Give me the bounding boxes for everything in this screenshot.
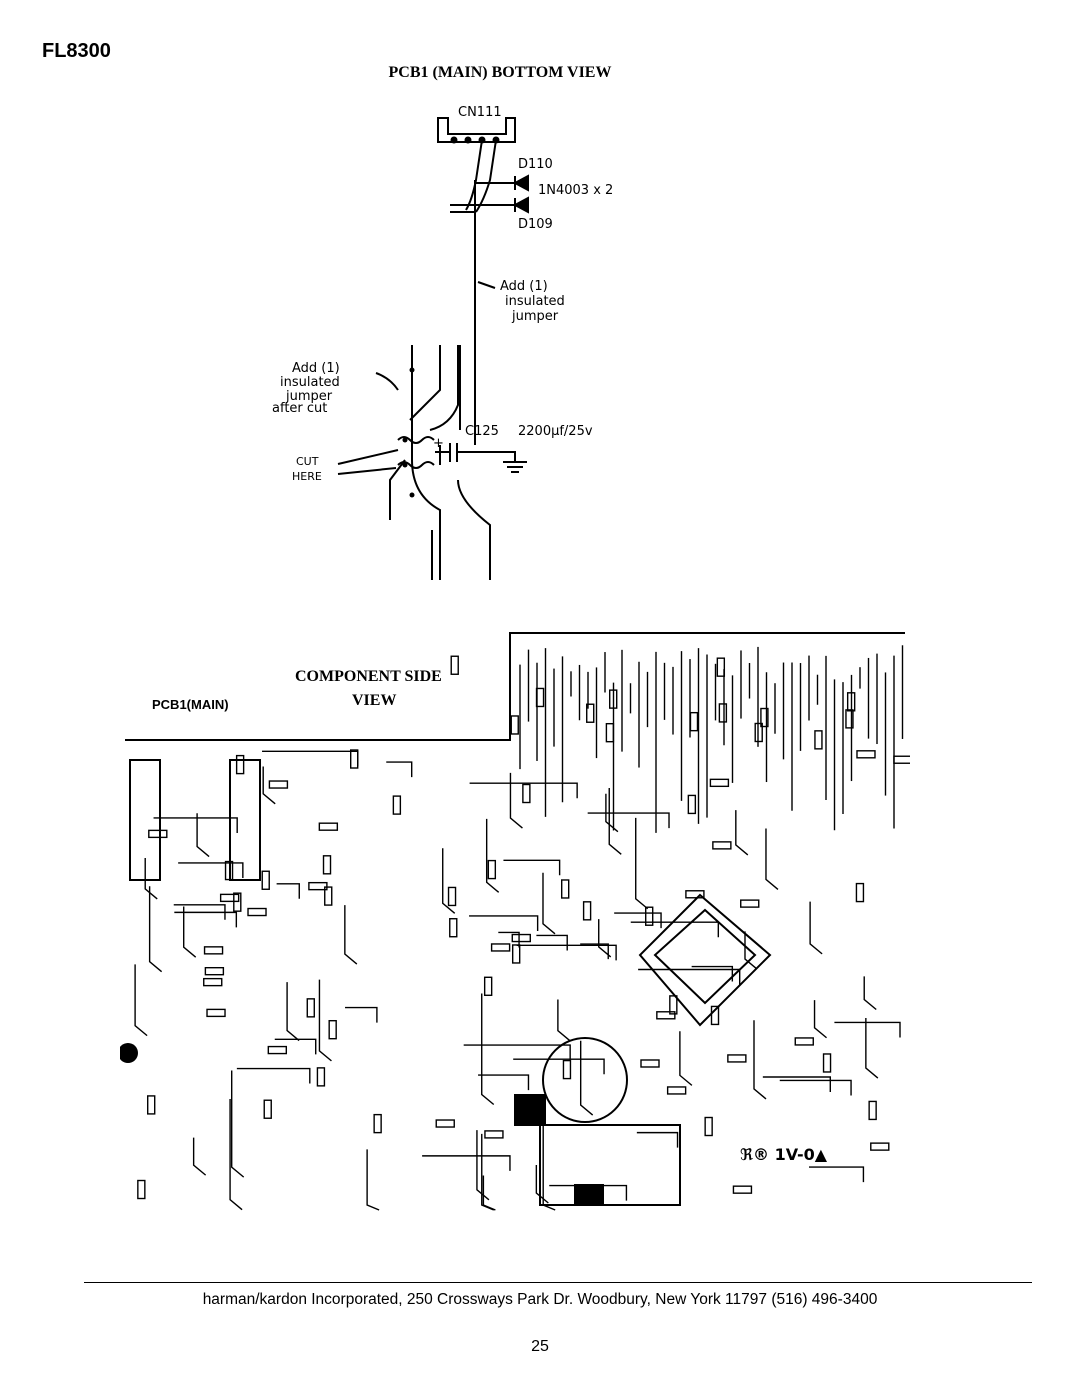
note-cut-1: CUT — [296, 455, 319, 468]
page-number: 25 — [531, 1338, 549, 1355]
bottom-view-diagram: CN111 D110 1N4003 x 2 D109 Add (1) insul… — [272, 105, 613, 580]
note-add-jumper-cut-4: after cut — [272, 401, 327, 416]
pcb-main-label: PCB1(MAIN) — [152, 697, 229, 712]
bottom-view-title: PCB1 (MAIN) BOTTOM VIEW — [388, 64, 612, 81]
diode-spec-label: 1N4003 x 2 — [538, 183, 613, 198]
note-add-jumper-3: jumper — [511, 309, 559, 324]
footer-rule — [84, 1282, 1032, 1283]
capacitor-plus-mark: + — [433, 436, 444, 451]
component-side-diagram: ℜ® 1V-0▲ — [120, 632, 910, 1211]
note-add-jumper-1: Add (1) — [500, 279, 548, 294]
note-cut-2: HERE — [292, 470, 322, 483]
capacitor-value-label: 2200μf/25v — [518, 424, 593, 439]
page-title: FL8300 — [42, 40, 111, 62]
note-add-jumper-2: insulated — [505, 294, 565, 309]
diode-top-label: D110 — [518, 157, 553, 172]
note-add-jumper-cut-2: insulated — [280, 375, 340, 390]
note-add-jumper-cut-1: Add (1) — [292, 361, 340, 376]
component-side-title: COMPONENT SIDE — [295, 668, 442, 685]
note-add-jumper-cut-3: jumper — [285, 389, 333, 404]
component-side-title-2: VIEW — [352, 692, 397, 709]
ul-marking: ℜ® 1V-0▲ — [740, 1145, 828, 1164]
footer-address: harman/kardon Incorporated, 250 Crossway… — [202, 1291, 878, 1308]
connector-label: CN111 — [458, 105, 502, 120]
diode-bottom-label: D109 — [518, 217, 553, 232]
capacitor-ref-label: C125 — [465, 424, 499, 439]
